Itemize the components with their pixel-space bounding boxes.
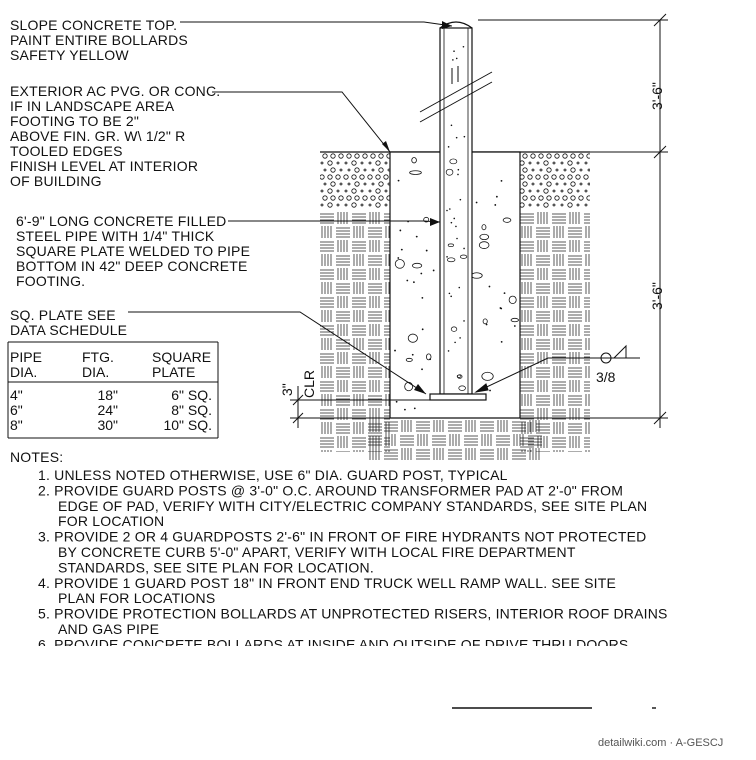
note-line: 2. PROVIDE GUARD POSTS @ 3'-0" O.C. AROU…: [38, 482, 623, 498]
callout-line: TOOLED EDGES: [10, 143, 123, 159]
schedule-cell: 10" SQ.: [163, 417, 212, 433]
schedule-cell: 18": [97, 387, 118, 403]
schedule-cell: 6" SQ.: [171, 387, 212, 403]
callout-line: SAFETY YELLOW: [10, 47, 129, 63]
schedule-cell: 8" SQ.: [171, 402, 212, 418]
weld-symbol: [474, 344, 640, 393]
soil-hatch-right: [520, 153, 590, 452]
callout-line: PAINT ENTIRE BOLLARDS: [10, 32, 188, 48]
callout-line: SLOPE CONCRETE TOP.: [10, 17, 177, 33]
callout-line: STEEL PIPE WITH 1/4" THICK: [16, 228, 215, 244]
note-line: 1. UNLESS NOTED OTHERWISE, USE 6" DIA. G…: [38, 467, 508, 483]
callout-line: IF IN LANDSCAPE AREA: [10, 98, 175, 114]
soil-hatch-left: [320, 153, 390, 452]
callout-line: BOTTOM IN 42" DEEP CONCRETE: [16, 258, 248, 274]
dimension-lower: 3'-6": [649, 282, 665, 310]
watermark: detailwiki.com · A-GESCJ: [598, 737, 723, 749]
callout-slope-concrete: SLOPE CONCRETE TOP.PAINT ENTIRE BOLLARDS…: [10, 17, 188, 63]
callout-line: FOOTING.: [16, 273, 85, 289]
notes-list: 1. UNLESS NOTED OTHERWISE, USE 6" DIA. G…: [38, 467, 668, 652]
schedule-header: FTG.: [82, 349, 114, 365]
schedule-header: DIA.: [10, 364, 37, 380]
note-line: FOR LOCATION: [58, 513, 164, 529]
notes-heading: NOTES:: [10, 449, 63, 465]
clearance-value: 3": [279, 383, 295, 396]
note-line: BY CONCRETE CURB 5'-0" APART, VERIFY WIT…: [58, 544, 576, 560]
callout-line: SQ. PLATE SEE: [10, 307, 116, 323]
clearance-label: CLR: [301, 370, 317, 398]
note-line: EDGE OF PAD, VERIFY WITH CITY/ELECTRIC C…: [58, 498, 647, 514]
note-line: STANDARDS, SEE SITE PLAN FOR LOCATION.: [58, 559, 374, 575]
callout-exterior-paving: EXTERIOR AC PVG. OR CONC.IF IN LANDSCAPE…: [10, 83, 220, 189]
callout-line: FOOTING TO BE 2": [10, 113, 139, 129]
callout-line: 6'-9" LONG CONCRETE FILLED: [16, 213, 226, 229]
note-line: 4. PROVIDE 1 GUARD POST 18" IN FRONT END…: [38, 575, 616, 591]
callout-line: EXTERIOR AC PVG. OR CONC.: [10, 83, 220, 99]
callout-line: SQUARE PLATE WELDED TO PIPE: [16, 243, 250, 259]
callout-line: DATA SCHEDULE: [10, 322, 127, 338]
dimension-upper: 3'-6": [649, 82, 665, 110]
soil-hatch-bottom: [368, 420, 542, 460]
weld-size: 3/8: [596, 369, 616, 385]
schedule-cell: 30": [97, 417, 118, 433]
square-base-plate: [429, 393, 487, 401]
note-line: 5. PROVIDE PROTECTION BOLLARDS AT UNPROT…: [38, 606, 668, 622]
schedule-cell: 6": [10, 402, 23, 418]
schedule-header: PLATE: [152, 364, 195, 380]
schedule-cell: 8": [10, 417, 23, 433]
callout-line: ABOVE FIN. GR. W\ 1/2" R: [10, 128, 185, 144]
leader-arrowheads: [382, 21, 452, 394]
note-line: PLAN FOR LOCATIONS: [58, 590, 215, 606]
note-line: AND GAS PIPE: [58, 621, 159, 637]
callout-line: OF BUILDING: [10, 173, 102, 189]
schedule-header: SQUARE: [152, 349, 211, 365]
schedule-header: DIA.: [82, 364, 109, 380]
schedule-cell: 4": [10, 387, 23, 403]
note-line: 3. PROVIDE 2 OR 4 GUARDPOSTS 2'-6" IN FR…: [38, 529, 646, 545]
schedule-cell: 24": [97, 402, 118, 418]
schedule-header: PIPE: [10, 349, 42, 365]
clearance-dimension: [290, 386, 430, 428]
vertical-dimension: [478, 13, 668, 428]
callout-line: FINISH LEVEL AT INTERIOR: [10, 158, 198, 174]
steel-pipe-bollard: [419, 21, 493, 395]
note-line: 6. PROVIDE CONCRETE BOLLARDS AT INSIDE A…: [38, 636, 633, 652]
